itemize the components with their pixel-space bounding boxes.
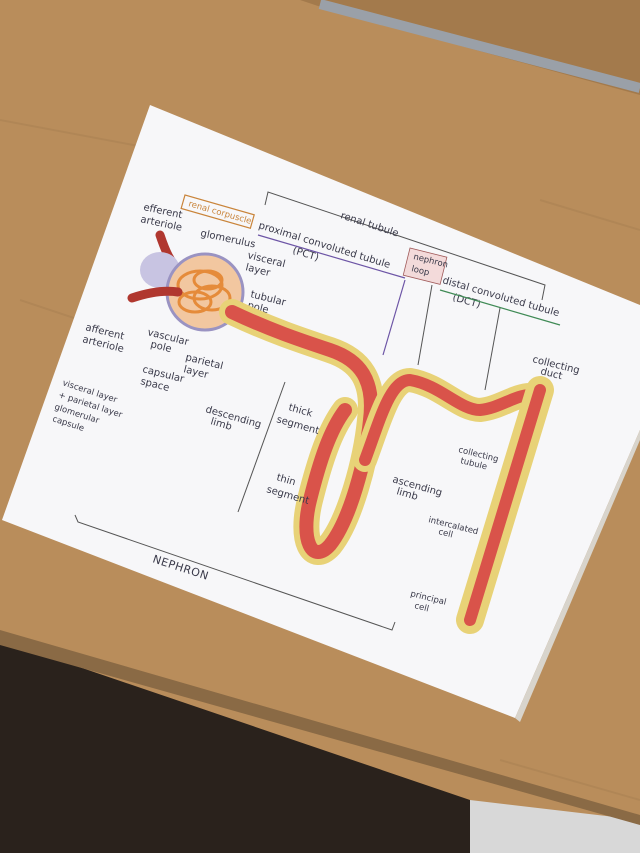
renal-tubule (219, 299, 554, 634)
dct-pointer (484, 307, 501, 391)
floor-right (470, 800, 640, 853)
pct-pointer (382, 279, 406, 356)
renal-corpuscle-tag (180, 194, 255, 230)
glomerulus-capillaries (176, 269, 232, 314)
label-collecting-duct-2: duct (539, 366, 563, 382)
afferent-arteriole (127, 286, 183, 303)
nephron-loop-tag (402, 247, 448, 285)
descending-bracket (237, 381, 286, 513)
label-principal-2: cell (413, 601, 430, 614)
label-nephron-loop-2: loop (410, 264, 430, 278)
loop-pointer (417, 284, 433, 366)
dct-bracket (439, 289, 561, 326)
floor-shadow (0, 640, 470, 853)
label-thin-1: thin (275, 472, 297, 488)
nephron-bracket (74, 514, 396, 631)
paper-shadow-edge (515, 430, 640, 722)
label-vascular-2: pole (149, 339, 172, 355)
label-intercalated-2: cell (437, 527, 454, 540)
renal-tubule-bracket (264, 191, 546, 301)
desk-front-edge (0, 630, 640, 825)
wood-grain (0, 119, 640, 801)
pct-bracket (257, 234, 406, 279)
desk-metal-rail (318, 0, 640, 93)
